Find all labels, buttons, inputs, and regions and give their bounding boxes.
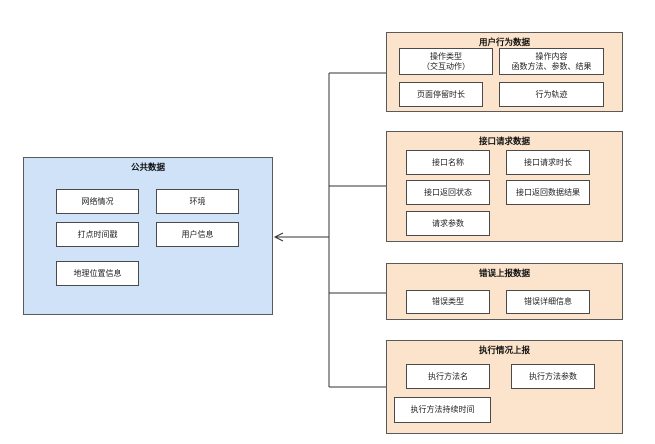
error-report-title: 错误上报数据 (478, 269, 530, 279)
api-request-title: 接口请求数据 (478, 137, 530, 147)
user-behavior-panel: 用户行为数据 操作类型 （交互动作） 操作内容 函数方法、参数、结果 页面停留时… (386, 32, 623, 112)
api-response-data-box: 接口返回数据结果 (506, 180, 590, 205)
exec-method-params-box: 执行方法参数 (511, 364, 595, 389)
error-report-panel: 错误上报数据 错误类型 错误详细信息 (386, 263, 623, 320)
behavior-track-box: 行为轨迹 (499, 82, 604, 107)
execution-report-title: 执行情况上报 (478, 346, 530, 356)
environment-box: 环境 (156, 189, 239, 214)
api-response-status-box: 接口返回状态 (406, 180, 490, 205)
operation-type-box: 操作类型 （交互动作） (399, 48, 493, 75)
arrow-head-icon (273, 232, 284, 242)
api-name-box: 接口名称 (406, 150, 490, 175)
public-data-panel: 公共数据 网络情况 环境 打点时间戳 用户信息 地理位置信息 (23, 157, 273, 315)
user-behavior-title: 用户行为数据 (478, 38, 530, 48)
error-detail-box: 错误详细信息 (506, 290, 590, 314)
operation-content-box: 操作内容 函数方法、参数、结果 (499, 48, 604, 75)
page-stay-duration-box: 页面停留时长 (399, 82, 483, 107)
execution-report-panel: 执行情况上报 执行方法名 执行方法参数 执行方法持续时间 (386, 340, 623, 434)
network-status-box: 网络情况 (56, 189, 139, 214)
user-info-box: 用户信息 (156, 222, 239, 247)
exec-method-name-box: 执行方法名 (406, 364, 490, 389)
exec-method-duration-box: 执行方法持续时间 (394, 397, 491, 423)
timestamp-box: 打点时间戳 (56, 222, 139, 247)
api-request-duration-box: 接口请求时长 (506, 150, 590, 175)
error-type-box: 错误类型 (406, 290, 490, 314)
geo-location-box: 地理位置信息 (56, 261, 139, 286)
request-params-box: 请求参数 (406, 211, 490, 236)
api-request-panel: 接口请求数据 接口名称 接口请求时长 接口返回状态 接口返回数据结果 请求参数 (386, 131, 623, 242)
public-data-title: 公共数据 (130, 163, 165, 173)
